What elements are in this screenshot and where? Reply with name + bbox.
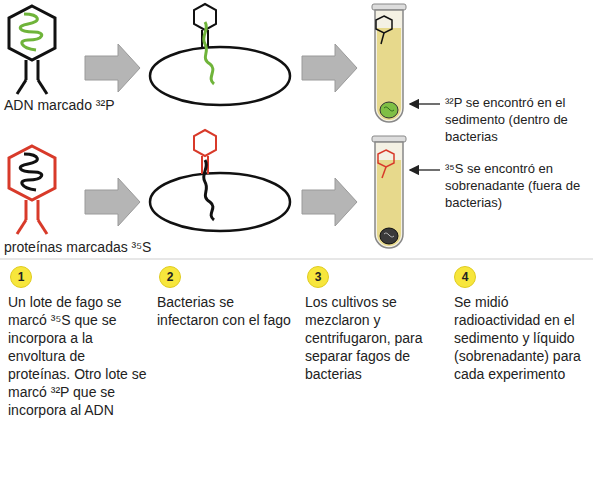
bacterium-infection-protein <box>150 130 290 231</box>
phage-label: proteínas marcadas ³⁵S <box>4 238 194 256</box>
phage-protein-labeled <box>9 146 55 234</box>
block-arrow <box>85 44 357 226</box>
test-tube-supernatant-35s <box>372 136 406 248</box>
phage-label: ADN marcado ³²P <box>4 96 154 114</box>
callout-number: 3 <box>307 266 329 288</box>
step-text: Bacterias se infectaron con el fago <box>157 293 297 329</box>
step-number: 2 <box>167 271 174 283</box>
step-number: 4 <box>462 271 469 283</box>
separator-line <box>0 259 593 260</box>
step-text: Los cultivos se mezclaron y centrifugaro… <box>305 293 445 383</box>
callout-number: 1 <box>10 266 32 288</box>
result-note: ³⁵S se encontró en sobrenadante (fuera d… <box>445 160 591 211</box>
step-number: 1 <box>18 271 25 283</box>
callout-number: 4 <box>454 266 476 288</box>
test-tube-sediment-32p <box>372 4 406 122</box>
bacterium-infection-dna <box>150 4 290 105</box>
callout-arrow <box>410 103 440 104</box>
result-note: ³²P se encontró en el sedimento (dentro … <box>445 94 591 145</box>
callout-arrow <box>410 169 440 170</box>
callout-number: 2 <box>159 266 181 288</box>
phage-dna-labeled <box>9 6 55 94</box>
step-number: 3 <box>315 271 322 283</box>
step-text: Un lote de fago se marcó ³⁵S que se inco… <box>8 293 148 419</box>
step-text: Se midió radioactividad en el sedimento … <box>454 293 589 383</box>
